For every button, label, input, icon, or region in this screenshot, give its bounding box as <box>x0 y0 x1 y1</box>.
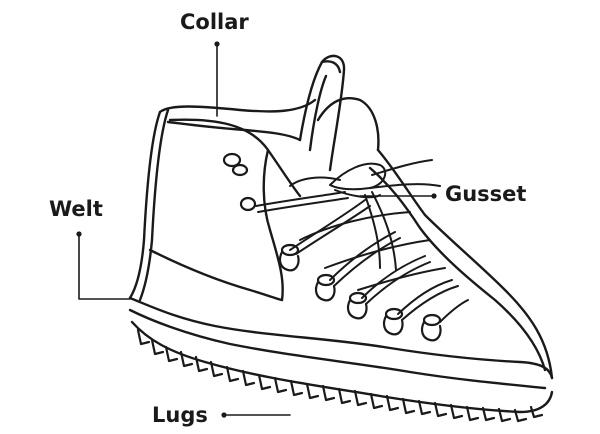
welt-dot <box>76 231 82 237</box>
lugs-dot <box>221 412 227 418</box>
boot-upper <box>128 54 554 380</box>
callout-lines <box>78 45 433 416</box>
collar-dot <box>214 41 220 47</box>
collar-label: Collar <box>180 10 249 34</box>
sole-lugs <box>136 328 544 423</box>
welt-callout-line <box>78 233 131 300</box>
lugs-label: Lugs <box>152 403 208 427</box>
laces <box>255 159 469 323</box>
callout-dots <box>76 41 437 418</box>
welt-label: Welt <box>49 197 103 221</box>
gusset-dot <box>431 193 437 199</box>
gusset-label: Gusset <box>445 182 527 206</box>
lace-hooks <box>222 152 442 342</box>
